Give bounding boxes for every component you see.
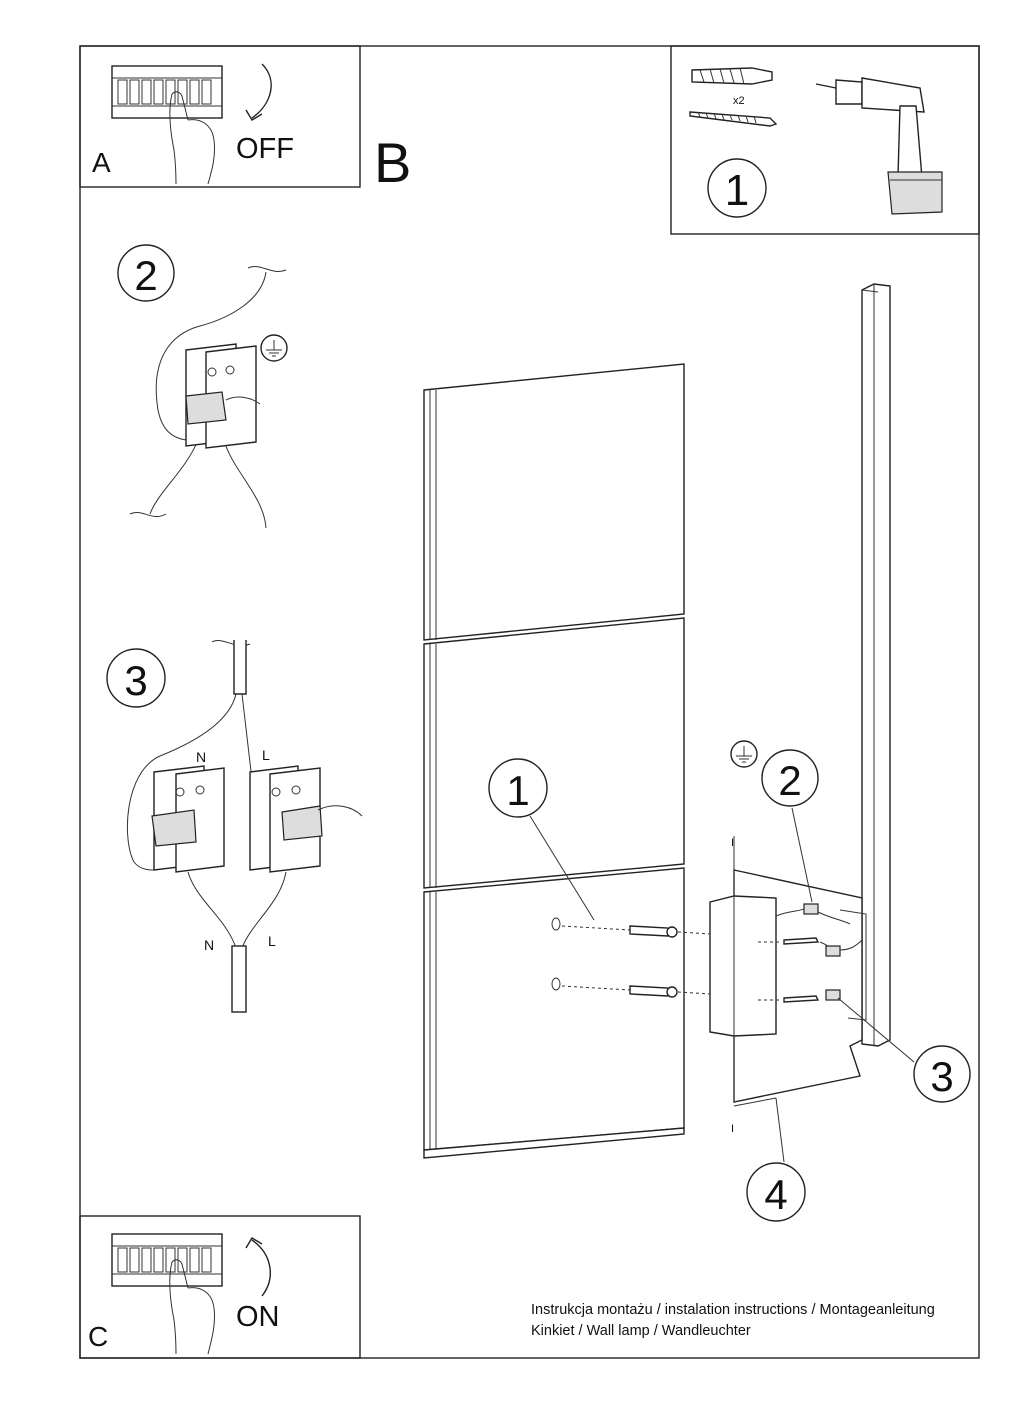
panel-c-power-on: C ON — [79, 1215, 361, 1359]
panel-a-label: OFF — [236, 133, 294, 165]
breaker-box-icon-c — [111, 1233, 223, 1287]
hand-icon-step-3 — [317, 805, 363, 817]
callout-4-number: 4 — [764, 1171, 787, 1218]
cable-sheath — [231, 945, 247, 1013]
ground-symbol-assembly-icon — [730, 740, 758, 768]
screw-icon — [689, 111, 778, 127]
step-2-ground-wiring: 2 — [117, 244, 288, 529]
hand-icon-c — [169, 1259, 215, 1355]
tools-quantity: x2 — [733, 95, 745, 107]
caption: Instrukcja montażu / instalation instruc… — [531, 1300, 935, 1342]
caption-line-2: Kinkiet / Wall lamp / Wandleuchter — [531, 1323, 751, 1339]
callout-1: 1 — [488, 758, 595, 921]
step-3-number: 3 — [124, 657, 147, 704]
neutral-label-bottom: N — [204, 937, 214, 953]
panel-c-letter: C — [88, 1321, 108, 1352]
tools-step-number: 1 — [725, 166, 749, 215]
terminal-block-icon — [185, 343, 257, 449]
axis-mark-top: I — [731, 837, 734, 849]
live-label-bottom: L — [268, 933, 276, 949]
hand-icon — [169, 91, 215, 185]
curved-arrow-down-icon — [251, 63, 272, 119]
callout-2: 2 — [761, 749, 819, 903]
wire-connectors — [775, 903, 863, 1001]
wall-anchors — [551, 917, 820, 1003]
step-3-line-wiring: 3 N L N L — [106, 640, 363, 1013]
callout-3-number: 3 — [930, 1053, 953, 1100]
panel-b-letter: B — [374, 131, 411, 194]
ground-symbol-icon — [260, 334, 288, 362]
callout-4: 4 — [733, 1097, 806, 1222]
mounting-box: I I — [709, 836, 777, 1135]
terminal-block-neutral-icon — [151, 765, 225, 873]
curved-arrow-up-icon — [251, 1239, 271, 1297]
callout-3: 3 — [837, 997, 971, 1103]
wall-lamp-bar — [861, 283, 891, 1047]
neutral-label-top: N — [196, 749, 206, 765]
drill-icon — [815, 77, 943, 215]
breaker-box-icon — [111, 65, 223, 119]
hand-icon-step-2 — [225, 396, 261, 405]
panel-c-label: ON — [236, 1301, 280, 1333]
panel-a-letter: A — [92, 147, 111, 178]
callout-1-number: 1 — [506, 767, 529, 814]
step-2-number: 2 — [134, 252, 157, 299]
wall-panels — [423, 363, 685, 1159]
axis-mark-bottom: I — [731, 1123, 734, 1135]
outer-frame — [79, 45, 980, 1359]
wall-plug-icon — [691, 67, 773, 85]
tools-panel: x2 1 — [670, 45, 980, 235]
tools-step-badge — [707, 158, 767, 218]
caption-line-1: Instrukcja montażu / instalation instruc… — [531, 1302, 935, 1318]
callout-2-number: 2 — [778, 757, 801, 804]
live-label-top: L — [262, 747, 270, 763]
panel-a-power-off: A OFF — [79, 45, 361, 188]
terminal-block-live-icon — [249, 765, 323, 873]
